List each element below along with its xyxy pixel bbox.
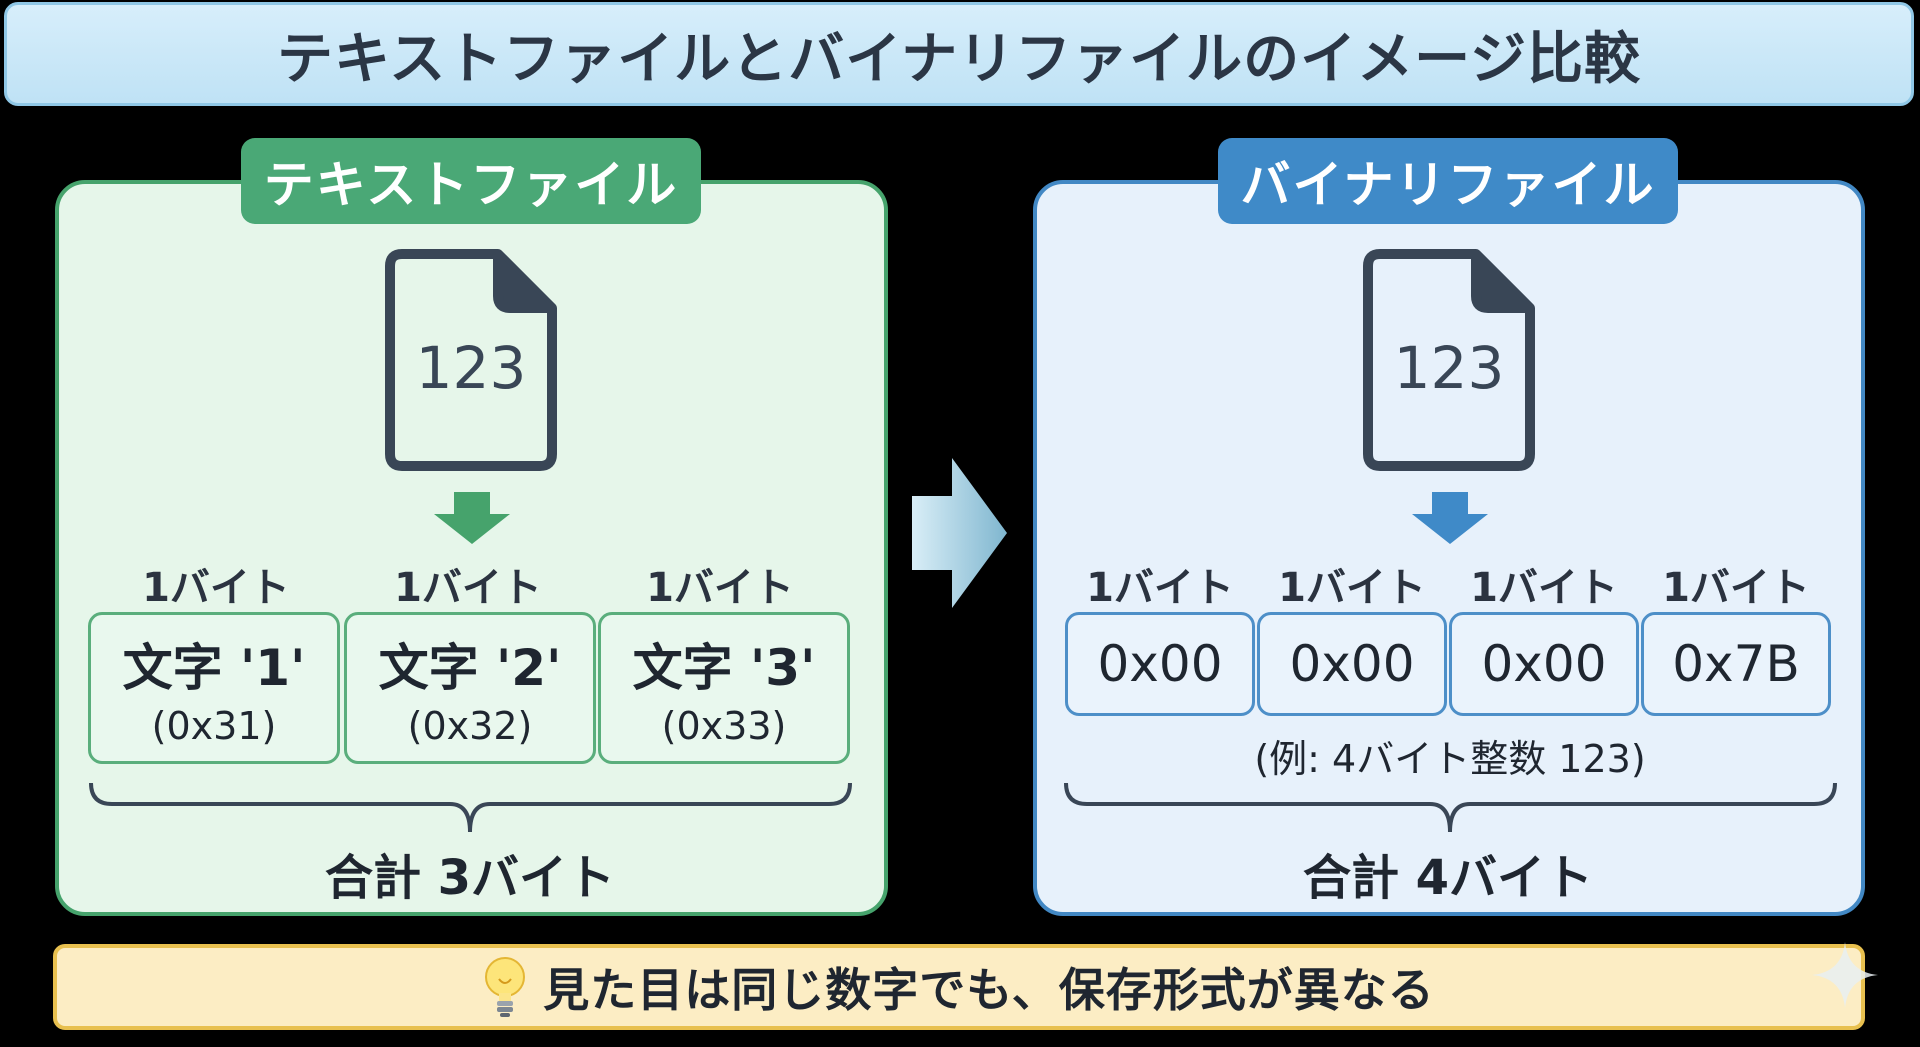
text-byte-cell-2: 文字 '2' (0x32)	[344, 612, 596, 764]
text-byte-cell-1: 文字 '1' (0x31)	[88, 612, 340, 764]
binary-byte-hex: 0x00	[1097, 635, 1223, 693]
binary-byte-hex: 0x00	[1289, 635, 1415, 693]
arrow-right-icon	[912, 458, 1007, 608]
text-byte-char: 文字 '2'	[378, 639, 562, 697]
text-doc-value: 123	[416, 334, 527, 402]
binary-byte-cell-1: 0x00	[1065, 612, 1255, 716]
text-byte-hex: (0x33)	[661, 704, 787, 748]
text-byte-label-3: 1バイト	[646, 565, 794, 611]
binary-doc-value: 123	[1394, 334, 1505, 402]
binary-file-label: バイナリファイル	[1218, 138, 1678, 224]
page-title: テキストファイルとバイナリファイルのイメージ比較	[276, 26, 1642, 92]
binary-byte-cell-3: 0x00	[1449, 612, 1639, 716]
binary-total: 合計 4バイト	[1302, 850, 1594, 906]
binary-byte-label-4: 1バイト	[1662, 565, 1810, 611]
binary-byte-label-2: 1バイト	[1278, 565, 1426, 611]
text-byte-label-1: 1バイト	[142, 565, 290, 611]
document-icon: 123	[385, 249, 557, 471]
binary-byte-label-3: 1バイト	[1470, 565, 1618, 611]
binary-total-brace	[1064, 782, 1837, 833]
binary-byte-label-1: 1バイト	[1086, 565, 1234, 611]
binary-byte-hex: 0x00	[1481, 635, 1607, 693]
text-byte-hex: (0x31)	[151, 704, 277, 748]
binary-example-note: (例: 4バイト整数 123)	[1254, 737, 1646, 781]
title-bar: テキストファイルとバイナリファイルのイメージ比較	[4, 2, 1914, 106]
arrow-down-icon	[434, 492, 510, 544]
sparkle-icon	[1812, 942, 1878, 1008]
text-file-panel	[55, 180, 888, 916]
document-icon: 123	[1363, 249, 1535, 471]
binary-byte-cell-4: 0x7B	[1641, 612, 1831, 716]
summary-note-text: 見た目は同じ数字でも、保存形式が異なる	[543, 963, 1435, 1017]
text-byte-hex: (0x32)	[407, 704, 533, 748]
binary-byte-cell-2: 0x00	[1257, 612, 1447, 716]
text-total-brace	[89, 782, 852, 833]
text-byte-char: 文字 '1'	[122, 639, 306, 697]
summary-note: 見た目は同じ数字でも、保存形式が異なる	[53, 944, 1865, 1030]
text-byte-label-2: 1バイト	[394, 565, 542, 611]
text-byte-char: 文字 '3'	[632, 639, 816, 697]
text-byte-cell-3: 文字 '3' (0x33)	[598, 612, 850, 764]
lightbulb-icon	[485, 957, 526, 1017]
text-total: 合計 3バイト	[324, 850, 616, 906]
binary-file-panel	[1033, 180, 1865, 916]
text-file-label: テキストファイル	[241, 138, 701, 224]
binary-byte-hex: 0x7B	[1672, 635, 1800, 693]
arrow-down-icon	[1412, 492, 1488, 544]
